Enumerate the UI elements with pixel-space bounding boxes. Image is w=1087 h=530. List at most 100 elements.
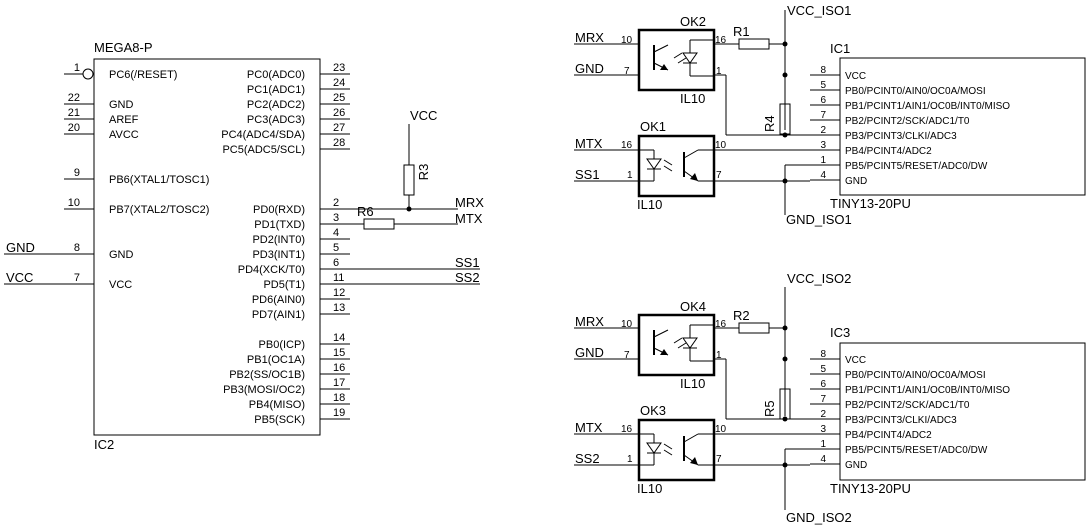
net-vcc-left-label: VCC (6, 270, 33, 285)
ic2-right-pin-label: PC5(ADC5/SCL) (222, 144, 305, 156)
ic2-left-pin-num: 1 (74, 62, 80, 74)
r6-label: R6 (357, 204, 374, 219)
ic1-part: TINY13-20PU (830, 196, 911, 211)
ok3-pin-b: 1 (627, 454, 633, 465)
ok1-type: IL10 (637, 197, 662, 212)
ic2-right-pin-label: PD4(XCK/T0) (238, 264, 305, 276)
net-mtx-label: MTX (455, 211, 483, 226)
ic2-left-pin-label: AREF (109, 114, 139, 126)
ic2-right-pin-label: PC3(ADC3) (247, 114, 305, 126)
ic2-name: MEGA8-P (94, 40, 153, 55)
ic3-pin-label: PB0/PCINT0/AIN0/OC0A/MOSI (845, 370, 986, 381)
ok4: OK4 IL10 10 7 16 1 (621, 299, 727, 391)
ic2-right-pin-num: 6 (333, 257, 339, 269)
ic2-right-pin-label: PB0(ICP) (259, 339, 305, 351)
ic2-right-pin-num: 26 (333, 107, 345, 119)
ic2-right-pin-label: PD7(AIN1) (252, 309, 305, 321)
ic2-right-pin-label: PC2(ADC2) (247, 99, 305, 111)
ok3-pin-a: 16 (621, 424, 633, 435)
ic2: MEGA8-P IC2 1PC6(/RESET)22GND21AREF20AVC… (64, 40, 350, 452)
ic2-right-pin-label: PB4(MISO) (249, 399, 305, 411)
ic3-pins: 8VCC5PB0/PCINT0/AIN0/OC0A/MOSI6PB1/PCINT… (810, 349, 1010, 471)
ok4-pin-a: 10 (621, 319, 633, 330)
ic3-pin-label: GND (845, 460, 867, 471)
r1-label: R1 (733, 24, 750, 39)
r3: VCC R3 (403, 108, 437, 209)
ic1-ref: IC1 (830, 41, 850, 56)
ic2-left-pin-num: 7 (74, 272, 80, 284)
ok3-ss2-label: SS2 (575, 451, 600, 466)
ic2-right-pin-label: PC0(ADC0) (247, 69, 305, 81)
ok2-pin-d: 1 (716, 66, 722, 77)
ic1-pin-num: 1 (820, 155, 826, 166)
ic2-left-pin-num: 20 (68, 122, 80, 134)
ok4-body (637, 313, 716, 377)
r2-body (738, 322, 770, 334)
ic2-right-pin-label: PD0(RXD) (253, 204, 305, 216)
ic1-body (839, 57, 1086, 196)
r2-label: R2 (733, 308, 750, 323)
ok1-pin-d: 7 (716, 170, 722, 181)
ic2-left-pin-label: PB7(XTAL2/TOSC2) (109, 204, 209, 216)
ic1-pin-label: PB3/PCINT3/CLKI/ADC3 (845, 131, 957, 142)
ic3-pin-label: PB5/PCINT5/RESET/ADC0/DW (845, 445, 988, 456)
r1: R1 (714, 24, 785, 50)
ok1: OK1 IL10 16 1 10 7 (621, 119, 727, 212)
r3-body (403, 164, 415, 196)
ic2-right-pin-label: PD3(INT1) (252, 249, 305, 261)
ok2-name: OK2 (680, 14, 706, 29)
net-gnd-iso1-label: GND_ISO1 (786, 212, 852, 227)
ok1-mtx-label: MTX (575, 136, 603, 151)
ok4-pin-d: 1 (716, 350, 722, 361)
ic2-left-pin-num: 9 (74, 167, 80, 179)
ic3-pin-num: 3 (820, 424, 826, 435)
ok3-body (637, 418, 716, 482)
ic3-pin-label: PB1/PCINT1/AIN1/OC0B/INT0/MISO (845, 385, 1010, 396)
ic1-pin-label: VCC (845, 71, 866, 82)
net-gnd-label: GND (6, 240, 35, 255)
ok1-ss1-label: SS1 (575, 167, 600, 182)
ic2-right-pin-label: PD2(INT0) (252, 234, 305, 246)
ok2-pin-b: 7 (624, 66, 630, 77)
ic2-right-pin-label: PD1(TXD) (254, 219, 305, 231)
ic1-pin-num: 6 (820, 95, 826, 106)
ic2-right-pin-label: PD5(T1) (263, 279, 305, 291)
ic1-pins: 8VCC5PB0/PCINT0/AIN0/OC0A/MOSI6PB1/PCINT… (810, 65, 1010, 187)
ok2-gnd-label: GND (575, 61, 604, 76)
ic3-pin-label: PB4/PCINT4/ADC2 (845, 430, 932, 441)
ic2-left-pin-label: VCC (109, 279, 132, 291)
net-ss1-label: SS1 (455, 255, 480, 270)
ic3-pin-label: PB3/PCINT3/CLKI/ADC3 (845, 415, 957, 426)
r2: R2 (714, 308, 785, 334)
ok4-pin-b: 7 (624, 350, 630, 361)
ic1-pin-num: 7 (820, 110, 826, 121)
ic1-pin-num: 3 (820, 140, 826, 151)
ok2-body (637, 28, 716, 92)
ic2-left-pin-label: GND (109, 249, 134, 261)
ic2-left-pins: 1PC6(/RESET)22GND21AREF20AVCC9PB6(XTAL1/… (64, 62, 209, 291)
ok3: OK3 IL10 16 1 10 7 (621, 403, 727, 496)
ic2-left-pin-label: GND (109, 99, 134, 111)
ic2-right-pin-label: PB2(SS/OC1B) (229, 369, 305, 381)
r4-label: R4 (762, 115, 777, 132)
ic3-pin-num: 6 (820, 379, 826, 390)
net-vcc-r3-label: VCC (410, 108, 437, 123)
ok2: OK2 IL10 10 7 16 1 (621, 14, 727, 106)
ic3-part: TINY13-20PU (830, 481, 911, 496)
ok4-pin-c: 16 (715, 319, 727, 330)
ok3-name: OK3 (640, 403, 666, 418)
ic3-pin-num: 8 (820, 349, 826, 360)
ic2-right-pin-num: 3 (333, 212, 339, 224)
ic1-pin-label: PB0/PCINT0/AIN0/OC0A/MOSI (845, 86, 986, 97)
ok1-pin-a: 16 (621, 140, 633, 151)
ic3-pin-num: 7 (820, 394, 826, 405)
ic3-pin-num: 1 (820, 439, 826, 450)
ok3-mtx-label: MTX (575, 420, 603, 435)
ic2-right-pin-num: 16 (333, 362, 345, 374)
ic2-right-pin-num: 23 (333, 62, 345, 74)
ic2-left-pin-num: 22 (68, 92, 80, 104)
ok1-pin-b: 1 (627, 170, 633, 181)
ic1-pin-label: PB4/PCINT4/ADC2 (845, 146, 932, 157)
ok4-gnd-label: GND (575, 345, 604, 360)
